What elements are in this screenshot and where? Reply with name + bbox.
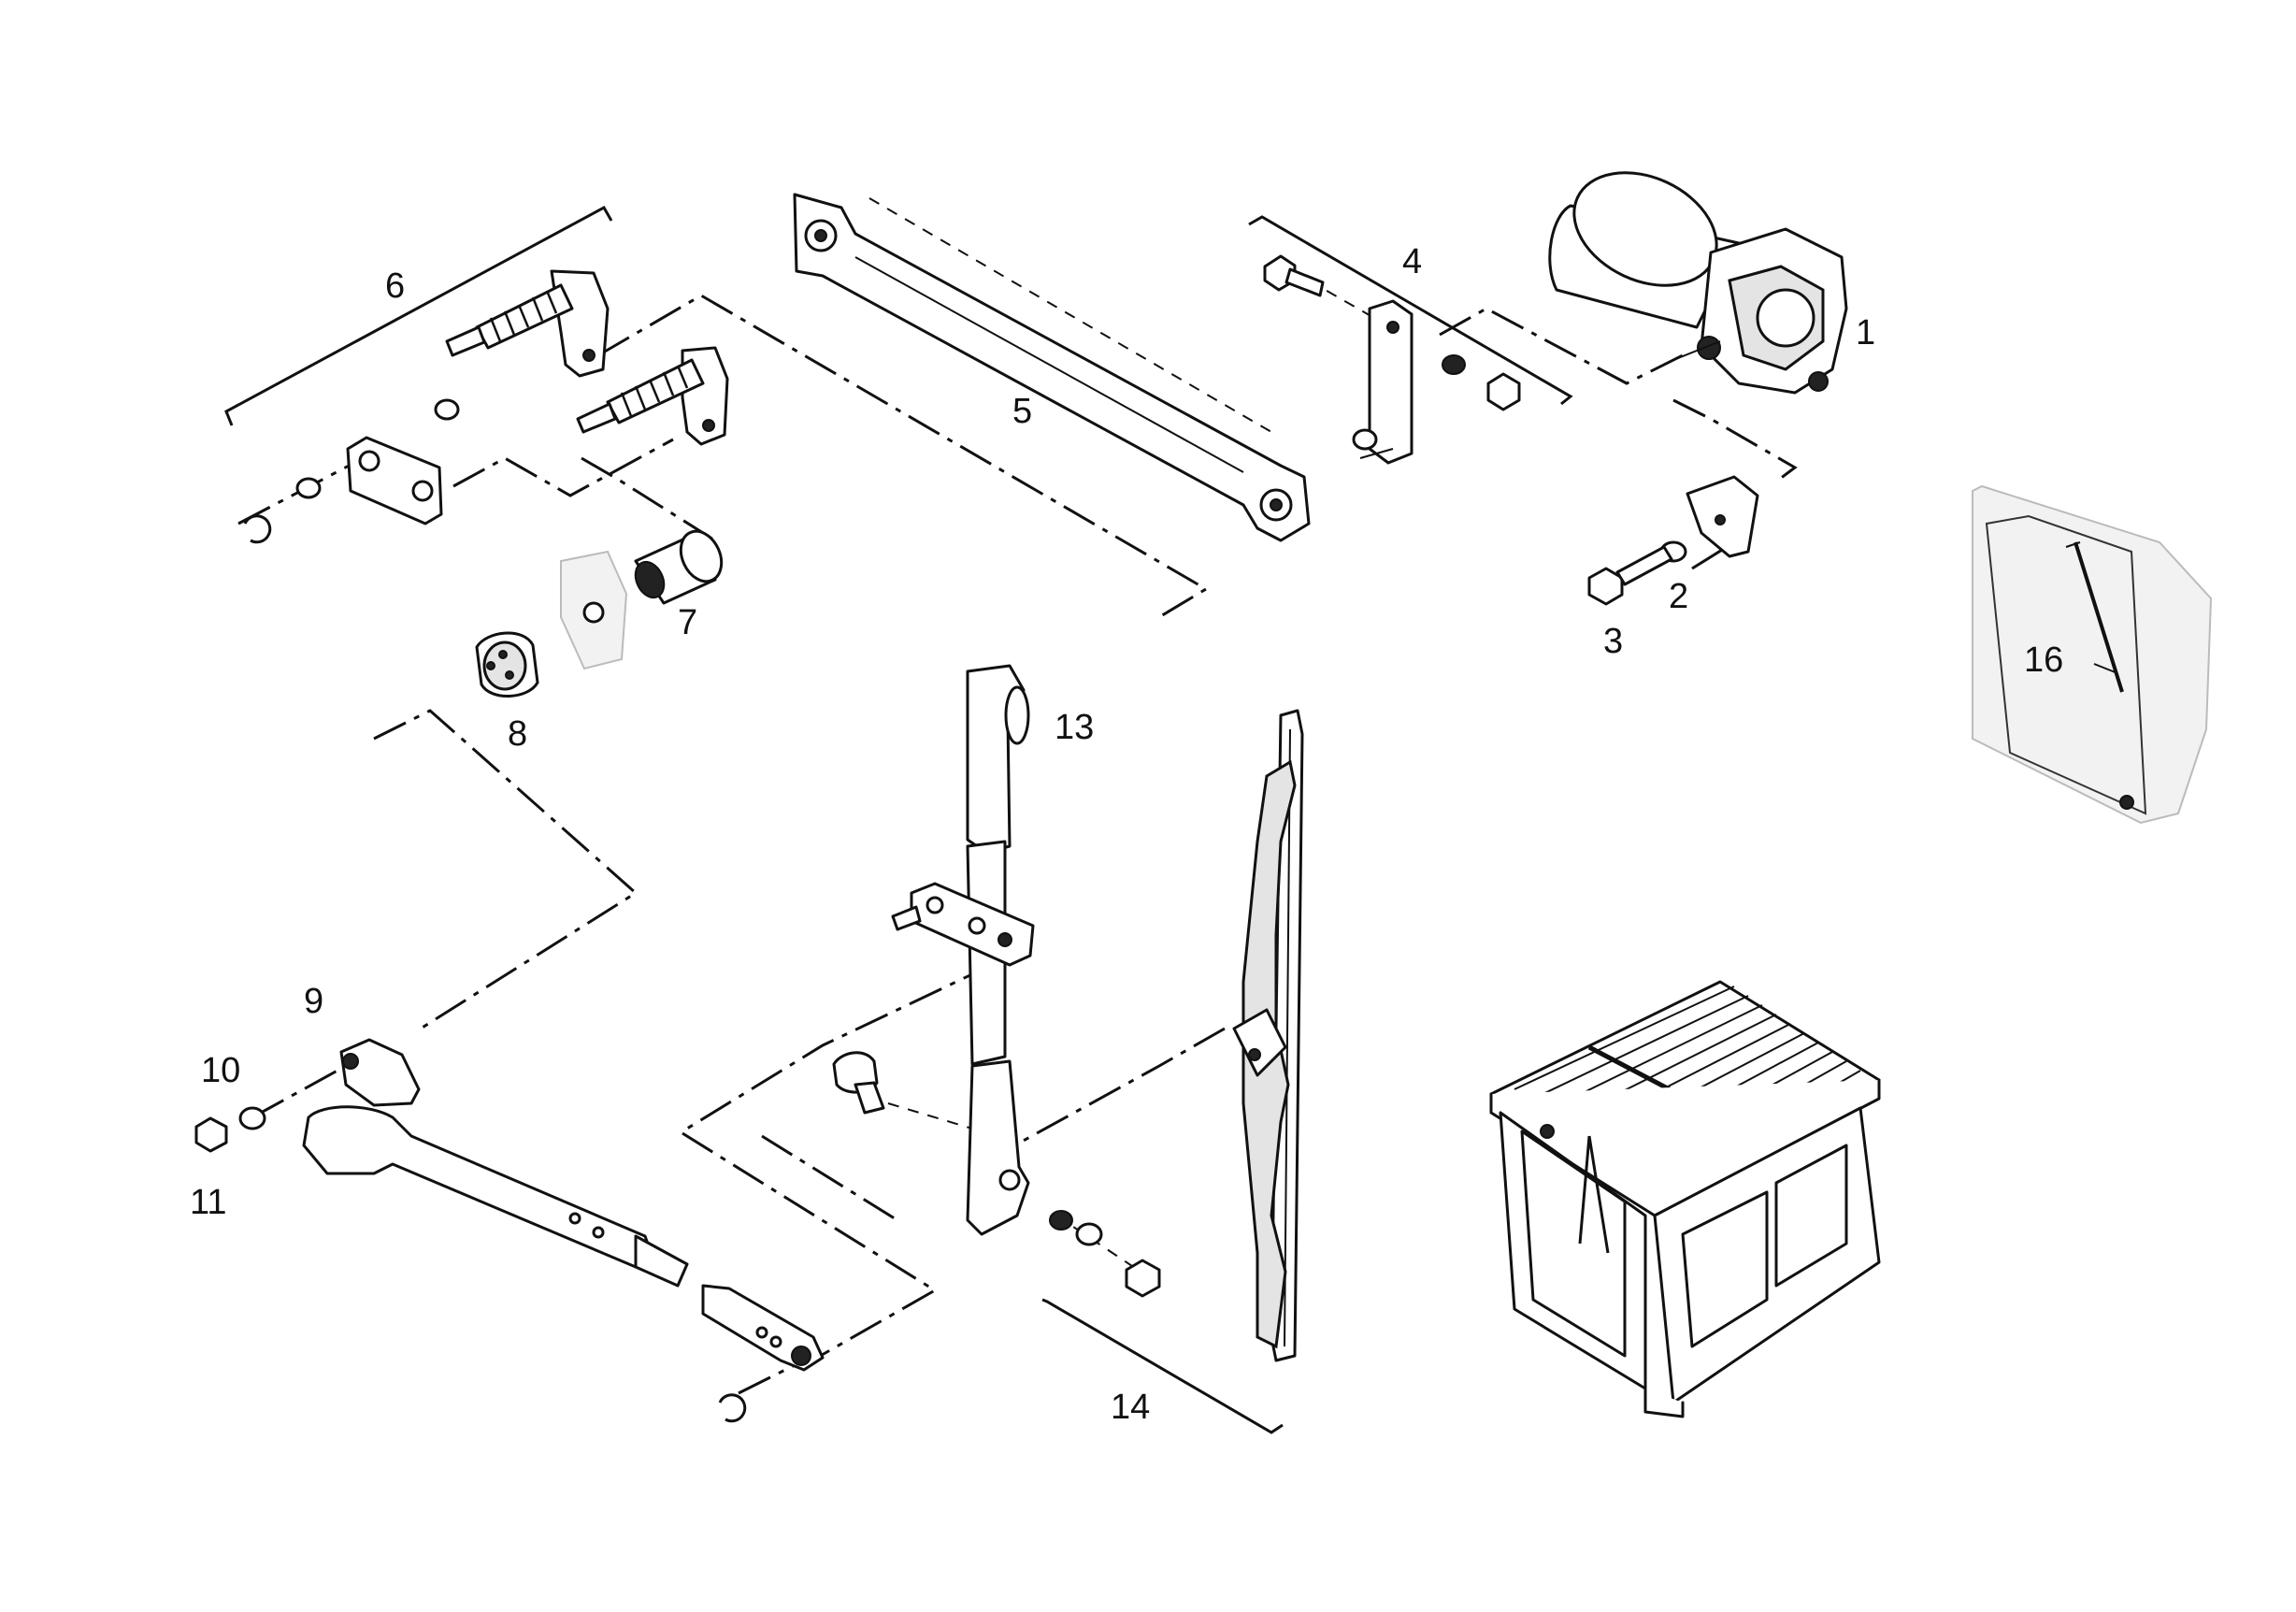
- leader-clip-lower: [738, 1363, 796, 1395]
- washer-nut-14: [1049, 1210, 1161, 1298]
- circlip-6: [243, 514, 272, 544]
- operator-cab-illustration: [1489, 980, 1881, 1418]
- callout-8: 8: [508, 714, 527, 754]
- pivot-bolt-13: [832, 1051, 885, 1115]
- callout-6: 6: [385, 266, 405, 306]
- gasket-7: [560, 550, 628, 670]
- leader-washer-nut-9: [251, 1064, 347, 1119]
- pivot-shaft-lower: [576, 346, 729, 446]
- crank-arm: [1352, 299, 1413, 465]
- wiper-blade-14: [1232, 709, 1304, 1362]
- nut-4: [1486, 372, 1521, 411]
- screw-4: [1263, 254, 1325, 297]
- leader-plate-to-pivot2: [452, 438, 674, 497]
- pivot-shaft-upper: [445, 269, 610, 378]
- leader-crank-screw: [1308, 280, 1375, 319]
- callout-3: 3: [1603, 622, 1623, 661]
- callout-14: 14: [1111, 1388, 1150, 1427]
- leader-pivot-to-link: [597, 294, 1209, 619]
- washer-4: [1442, 354, 1466, 375]
- callout-16: 16: [2024, 640, 2063, 680]
- bracket-6: [224, 205, 613, 426]
- motor-mount-bracket: [1686, 475, 1759, 558]
- callout-9: 9: [304, 982, 323, 1021]
- callout-7: 7: [678, 603, 697, 642]
- wiper-motor: [1548, 171, 1848, 395]
- leader-bolt-13: [887, 1102, 983, 1132]
- callout-1: 1: [1856, 313, 1875, 353]
- leader-motor-to-crank: [1439, 307, 1684, 385]
- nut-11: [194, 1116, 228, 1153]
- leader-arm-lower: [682, 1131, 938, 1367]
- bracket-14: [1041, 1298, 1284, 1434]
- support-arm-13: [891, 664, 1035, 1236]
- leader-motor-to-bracket: [1672, 398, 1798, 483]
- leader-bracket13-to-arm: [682, 961, 997, 1133]
- washer-10: [238, 1106, 266, 1130]
- cab-window-inset-16: [1972, 484, 2213, 825]
- leader-pivot2-to-bush: [581, 456, 713, 552]
- connecting-link-5: [793, 193, 1311, 542]
- bolt-3: [1587, 545, 1673, 606]
- grommet-nut-8: [475, 631, 539, 698]
- leader-nuts-14: [1055, 1215, 1141, 1273]
- callout-10: 10: [201, 1051, 240, 1090]
- wiper-arm-9: [302, 1038, 689, 1288]
- callout-2: 2: [1669, 577, 1688, 616]
- callout-13: 13: [1055, 708, 1094, 747]
- leader-grommet-to-arm: [373, 709, 639, 1030]
- leader-arm-lower2: [761, 1134, 898, 1222]
- washer-6: [295, 398, 460, 499]
- bracket-4: [1248, 215, 1573, 406]
- callout-5: 5: [1012, 392, 1032, 431]
- callout-11: 11: [190, 1183, 226, 1222]
- arm-extension-9: [701, 1284, 825, 1372]
- bush-7: [634, 529, 724, 605]
- leader-blade-to-arm: [971, 1027, 1226, 1171]
- circlip-9: [718, 1393, 747, 1423]
- leader-nut-washer-2: [1691, 540, 1735, 570]
- link-plate-6: [346, 436, 443, 525]
- leader-link-top: [868, 197, 1272, 433]
- callout-4: 4: [1402, 242, 1422, 281]
